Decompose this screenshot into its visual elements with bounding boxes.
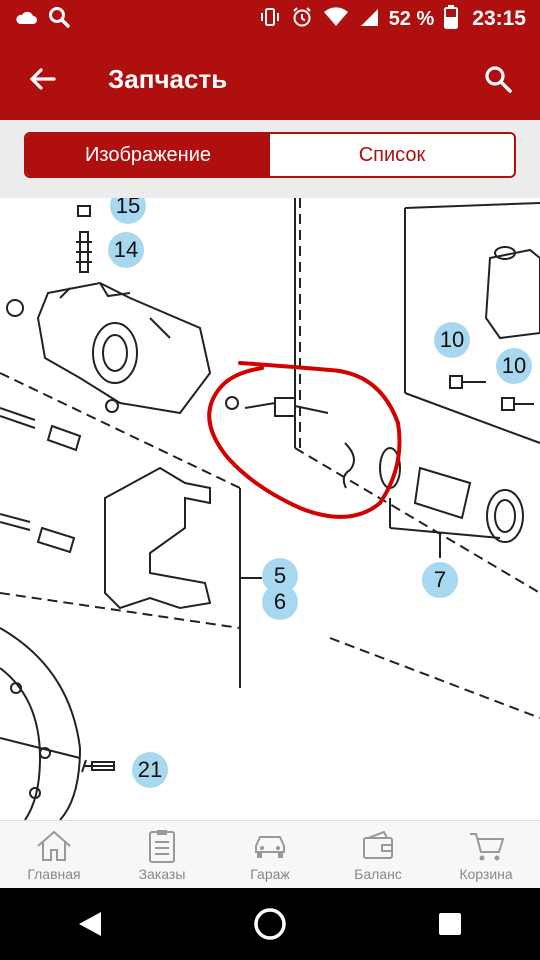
nav-cart-label: Корзина: [459, 866, 513, 882]
tab-image[interactable]: Изображение: [26, 134, 270, 176]
bottom-nav: Главная Заказы Гараж Баланс К: [0, 820, 540, 889]
system-nav-bar: [0, 888, 540, 960]
search-button[interactable]: [470, 51, 526, 107]
callout-6[interactable]: 6: [262, 584, 298, 620]
nav-home-label: Главная: [27, 866, 81, 882]
nav-garage-label: Гараж: [250, 866, 290, 882]
callout-10-left[interactable]: 10: [434, 322, 470, 358]
cloud-icon: [14, 8, 38, 31]
car-icon: [255, 836, 285, 858]
cart-icon: [470, 833, 505, 861]
status-bar: 52 % 23:15: [0, 0, 540, 38]
tab-list[interactable]: Список: [358, 143, 426, 166]
callout-10-right[interactable]: 10: [496, 348, 532, 384]
battery-icon: [444, 4, 459, 34]
system-recents-button[interactable]: [420, 894, 480, 954]
system-back-button[interactable]: [60, 894, 120, 954]
callout-21[interactable]: 21: [132, 752, 168, 788]
exploded-view-drawing: [0, 198, 540, 820]
wifi-icon: [323, 6, 349, 32]
callout-14[interactable]: 14: [108, 232, 144, 268]
circle-home-icon: [254, 908, 286, 940]
triangle-back-icon: [79, 912, 101, 936]
nav-cart[interactable]: Корзина: [432, 821, 540, 889]
view-switcher: Изображение Список: [24, 132, 516, 178]
wallet-icon: [363, 830, 393, 859]
back-button[interactable]: [14, 51, 70, 107]
view-switcher-bar: Изображение Список: [0, 120, 540, 198]
page-title: Запчасть: [108, 63, 228, 94]
parts-diagram[interactable]: 15 14 10 10 7 5 6 21: [0, 198, 540, 820]
arrow-left-icon: [29, 68, 56, 90]
square-recents-icon: [439, 913, 461, 935]
nav-balance-label: Баланс: [354, 866, 402, 882]
app-bar: Запчасть: [0, 38, 540, 120]
alarm-icon: [291, 6, 313, 33]
nav-balance[interactable]: Баланс: [324, 821, 432, 889]
vibrate-icon: [259, 6, 281, 33]
system-home-button[interactable]: [240, 894, 300, 954]
clock: 23:15: [472, 7, 526, 30]
signal-icon: [359, 7, 379, 32]
callout-7[interactable]: 7: [422, 562, 458, 598]
search-icon: [485, 66, 512, 93]
nav-garage[interactable]: Гараж: [216, 821, 324, 889]
nav-orders-label: Заказы: [138, 866, 186, 882]
nav-home[interactable]: Главная: [0, 821, 108, 889]
search-icon: [48, 6, 70, 33]
home-icon: [37, 830, 71, 861]
battery-percent: 52 %: [388, 7, 435, 30]
orders-icon: [149, 830, 175, 863]
nav-orders[interactable]: Заказы: [108, 821, 216, 889]
